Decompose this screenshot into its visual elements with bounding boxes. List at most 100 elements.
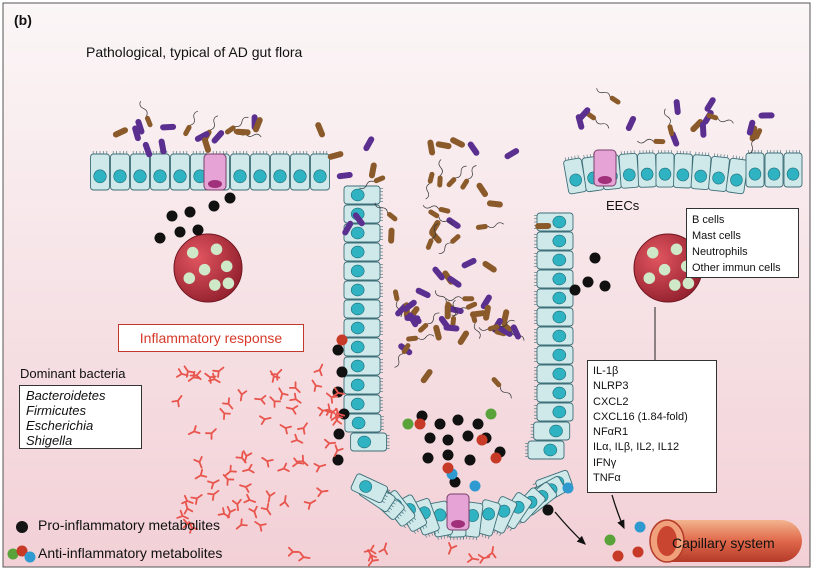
cytokine-item: ILα, ILβ, IL2, IL12 (593, 441, 680, 454)
cytokine-particle (217, 507, 231, 518)
pro-metabolite (442, 434, 454, 446)
bacterium (132, 125, 141, 142)
cytokine-particle (243, 493, 257, 504)
bacterium (427, 139, 436, 156)
epithelial-cell (350, 432, 390, 452)
immune-cell-item: B cells (692, 214, 725, 226)
dominant-bacteria-box: Bacteroidetes Firmicutes Escherichia Shi… (19, 385, 142, 449)
cytokine-particle (265, 490, 276, 503)
bacterium (429, 229, 442, 244)
cytokine-particle (222, 397, 234, 410)
bacterium-flagellated (475, 222, 504, 230)
pro-metabolite (166, 210, 178, 222)
bacterium (432, 266, 445, 281)
epithelial-cell (270, 151, 290, 191)
epithelial-cell (290, 151, 310, 191)
pro-metabolite (224, 192, 236, 204)
anti-metabolite-red (612, 550, 624, 562)
pro-metabolite (464, 454, 476, 466)
epithelial-cell (534, 326, 574, 346)
bacteria-item: Escherichia (26, 418, 94, 433)
cytokine-particle (194, 468, 208, 480)
cytokine-particle (288, 381, 301, 394)
bacterium-flagellated (438, 234, 461, 254)
cytokine-particles (171, 363, 497, 567)
bacterium (535, 222, 552, 230)
cytokine-particle (207, 489, 220, 501)
epithelial-cell (534, 402, 574, 422)
bacterium (510, 324, 522, 340)
bacterium (461, 257, 477, 269)
cytokine-particle (279, 424, 293, 435)
pro-metabolite (336, 366, 348, 378)
bacterium (336, 171, 353, 180)
bacterium-flagellated (428, 209, 453, 226)
epithelial-cell (534, 307, 574, 327)
legend-icons (7, 521, 36, 563)
epithelial-cell (343, 223, 383, 243)
bacterium-flagellated (418, 312, 440, 333)
cytokine-particle (296, 454, 309, 467)
cytokine-particle (205, 428, 217, 440)
cytokine-item: TNFα (593, 472, 621, 485)
cytokine-particle (254, 394, 267, 405)
anti-metabolite-green (402, 418, 414, 430)
legend-anti-icon-green (7, 548, 19, 560)
bacterium (342, 220, 354, 236)
legend-pro-label: Pro-inflammatory metabolites (38, 517, 221, 533)
epithelial-cell (343, 318, 383, 338)
bacterium-flagellated (450, 299, 457, 328)
cytokine-particle (254, 521, 267, 532)
immune-cell-item: Mast cells (692, 230, 741, 242)
epithelial-cell (534, 269, 574, 289)
bacteria-item: Bacteroidetes (26, 388, 106, 403)
bacterium (625, 115, 637, 132)
eec-cell (446, 493, 470, 531)
cytokine-particle (378, 542, 388, 555)
cytokine-particle (181, 494, 194, 505)
pro-metabolite (582, 276, 594, 288)
epithelial-cell (534, 364, 574, 384)
bacterium (211, 130, 225, 144)
epithelial-cell (170, 151, 190, 191)
bacterium (112, 127, 129, 138)
bacterium-flagellated (139, 100, 153, 128)
pro-metabolite (542, 504, 554, 516)
cytokine-particle (447, 542, 458, 555)
bacterium (673, 99, 681, 116)
bacterium (480, 294, 492, 310)
cytokine-particle (313, 462, 327, 473)
epithelial-cell (673, 150, 693, 189)
bacterium-flagellated (664, 108, 675, 137)
bacterium (476, 182, 489, 198)
epithelial-cell (130, 151, 150, 191)
cytokine-particle (292, 457, 305, 468)
pro-metabolite (184, 206, 196, 218)
bacterium (457, 330, 470, 345)
bacterium-flagellated (394, 343, 411, 368)
anti-metabolite-blue (469, 480, 481, 492)
capillary-label: Capillary system (672, 535, 775, 551)
cytokine-particle (335, 407, 346, 421)
cytokine-particle (313, 363, 324, 377)
epithelial-cell (690, 151, 712, 190)
cytokine-particle (259, 415, 272, 425)
pro-metabolite (422, 452, 434, 464)
arrow-right (611, 494, 625, 530)
bacterium (483, 304, 491, 321)
pro-metabolite (332, 344, 344, 356)
epithelial-cell (343, 375, 383, 395)
bacterium-flagellated (446, 165, 467, 188)
metabolites (154, 192, 646, 562)
cytokine-particle (290, 433, 304, 444)
bacterium-flagellated (596, 88, 621, 105)
epithelial-cell (343, 261, 383, 281)
epithelial-cell (343, 242, 383, 262)
bacterium (444, 303, 451, 320)
bacterium (368, 162, 377, 179)
cytokine-particle (317, 406, 330, 417)
legend-anti-icon-red (16, 545, 28, 557)
legend-pro-icon (16, 521, 28, 533)
bacterium (135, 118, 145, 135)
epithelial-cell (525, 440, 565, 460)
